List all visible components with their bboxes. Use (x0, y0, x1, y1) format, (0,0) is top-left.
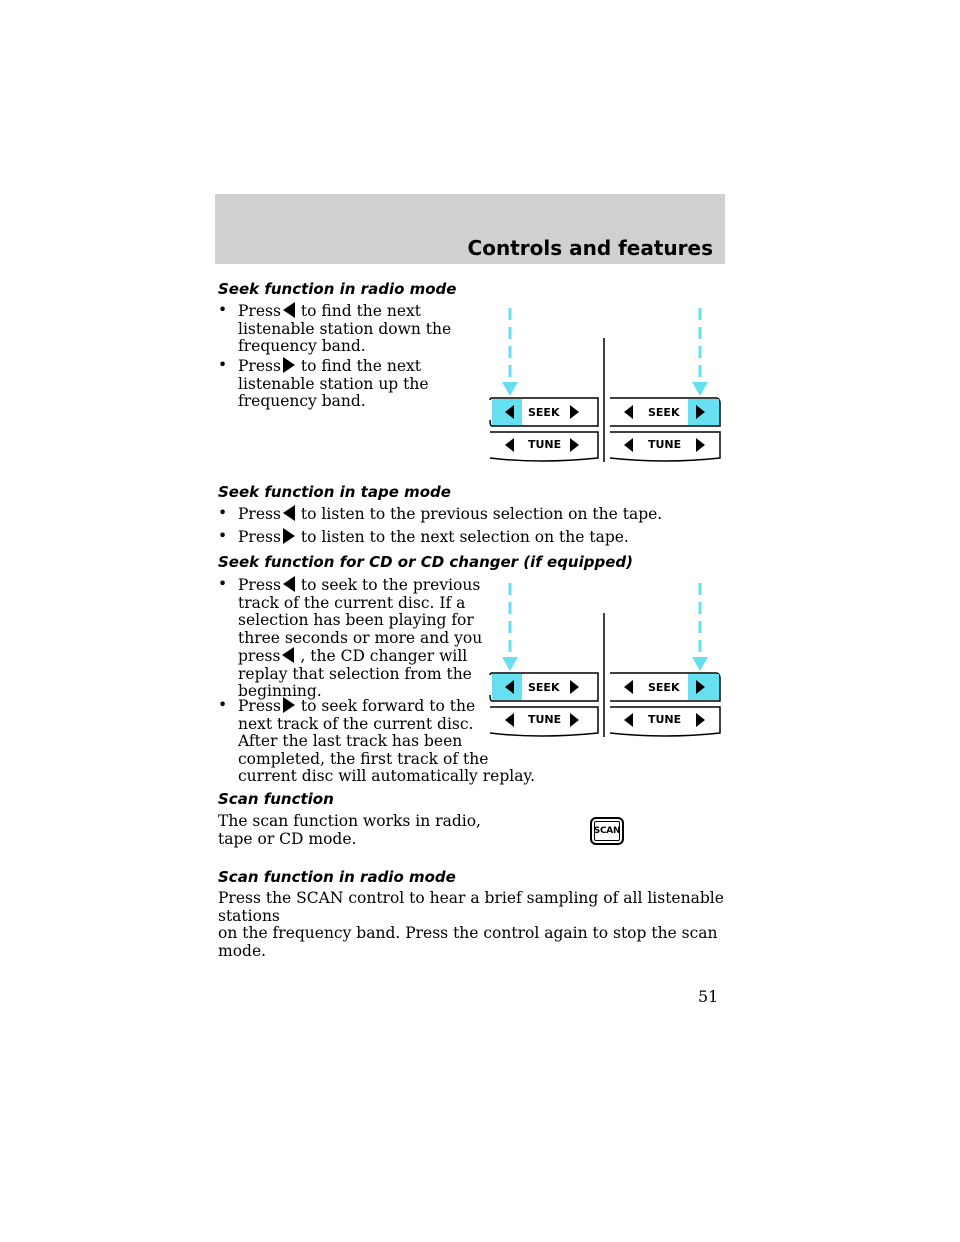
seek-left-arrow-icon (282, 302, 295, 318)
press-word: Press (238, 576, 281, 594)
paragraph-line: tape or CD mode. (218, 829, 357, 848)
bullet: • (218, 575, 228, 593)
item-text-line: frequency band. (238, 392, 366, 410)
press-word: Press (238, 697, 281, 715)
press-word: press (238, 647, 281, 665)
paragraph-line: Press the SCAN control to hear a brief s… (218, 889, 724, 925)
item-text-line: replay that selection from the (238, 664, 472, 683)
list-item: • Press to find the next listenable stati… (218, 301, 488, 356)
page-number: 51 (698, 987, 719, 1006)
item-text: to find the next (300, 302, 422, 320)
item-text-line: listenable station down the (238, 319, 452, 338)
item-text: to seek forward to the (300, 697, 476, 715)
bullet: • (218, 301, 228, 319)
bullet: • (218, 504, 228, 522)
seek-label: SEEK (528, 681, 560, 694)
seek-label: SEEK (648, 406, 680, 419)
item-text: to find the next (300, 357, 422, 375)
paragraph-line: The scan function works in radio, (218, 812, 481, 830)
item-text: , the CD changer will (300, 647, 468, 665)
bullet: • (218, 696, 228, 714)
seek-label: SEEK (648, 681, 680, 694)
seek-tune-diagram-radio: SEEK TUNE SEEK TUNE (489, 308, 721, 462)
heading-scan-radio: Scan function in radio mode (218, 868, 456, 886)
tune-label: TUNE (528, 438, 561, 451)
list-item: • Press to listen to the previous selecti… (218, 504, 738, 524)
paragraph-line: on the frequency band. Press the control… (218, 924, 718, 960)
list-item: • Press to seek to the previous track of … (218, 575, 508, 701)
seek-left-arrow-icon (282, 576, 295, 592)
item-text-line: current disc will automatically replay. (238, 767, 536, 785)
bullet: • (218, 356, 228, 374)
press-word: Press (238, 302, 281, 320)
scan-radio-description: Press the SCAN control to hear a brief s… (218, 889, 738, 960)
item-text: to seek to the previous (300, 576, 481, 594)
tune-label: TUNE (648, 438, 681, 451)
item-text-line: track of the current disc. If a (238, 593, 466, 612)
heading-scan: Scan function (218, 790, 334, 808)
item-text: to listen to the next selection on the t… (300, 528, 629, 546)
seek-right-arrow-icon (282, 697, 295, 713)
section-header: Controls and features (215, 194, 725, 264)
item-text-line: completed, the first track of the (238, 749, 489, 768)
item-text-line: After the last track has been (238, 732, 463, 750)
seek-tune-diagram-cd: SEEK TUNE SEEK TUNE (489, 583, 721, 737)
seek-left-arrow-icon (282, 505, 295, 521)
item-text-line: three seconds or more and you (238, 628, 483, 647)
item-text-line: next track of the current disc. (238, 714, 474, 733)
seek-label: SEEK (528, 406, 560, 419)
seek-right-arrow-icon (282, 528, 295, 544)
press-word: Press (238, 357, 281, 375)
item-text-line: listenable station up the (238, 374, 429, 393)
bullet: • (218, 527, 228, 545)
heading-seek-cd: Seek function for CD or CD changer (if e… (218, 553, 633, 571)
tune-label: TUNE (648, 713, 681, 726)
list-item: • Press to find the next listenable stati… (218, 356, 488, 411)
list-item: • Press to listen to the next selection o… (218, 527, 738, 547)
heading-seek-tape: Seek function in tape mode (218, 483, 451, 501)
scan-description: The scan function works in radio, tape o… (218, 812, 488, 848)
seek-left-arrow-icon (282, 647, 295, 663)
section-title: Controls and features (467, 236, 713, 260)
item-text-line: frequency band. (238, 337, 366, 355)
item-text: to listen to the previous selection on t… (300, 505, 663, 523)
list-item: • Press to seek forward to the next track… (218, 696, 538, 786)
scan-button-icon: SCAN (590, 817, 624, 845)
item-text-line: selection has been playing for (238, 611, 474, 629)
press-word: Press (238, 528, 281, 546)
item-text-line: beginning. (238, 682, 322, 700)
press-word: Press (238, 505, 281, 523)
heading-seek-radio: Seek function in radio mode (218, 280, 457, 298)
seek-right-arrow-icon (282, 357, 295, 373)
tune-label: TUNE (528, 713, 561, 726)
